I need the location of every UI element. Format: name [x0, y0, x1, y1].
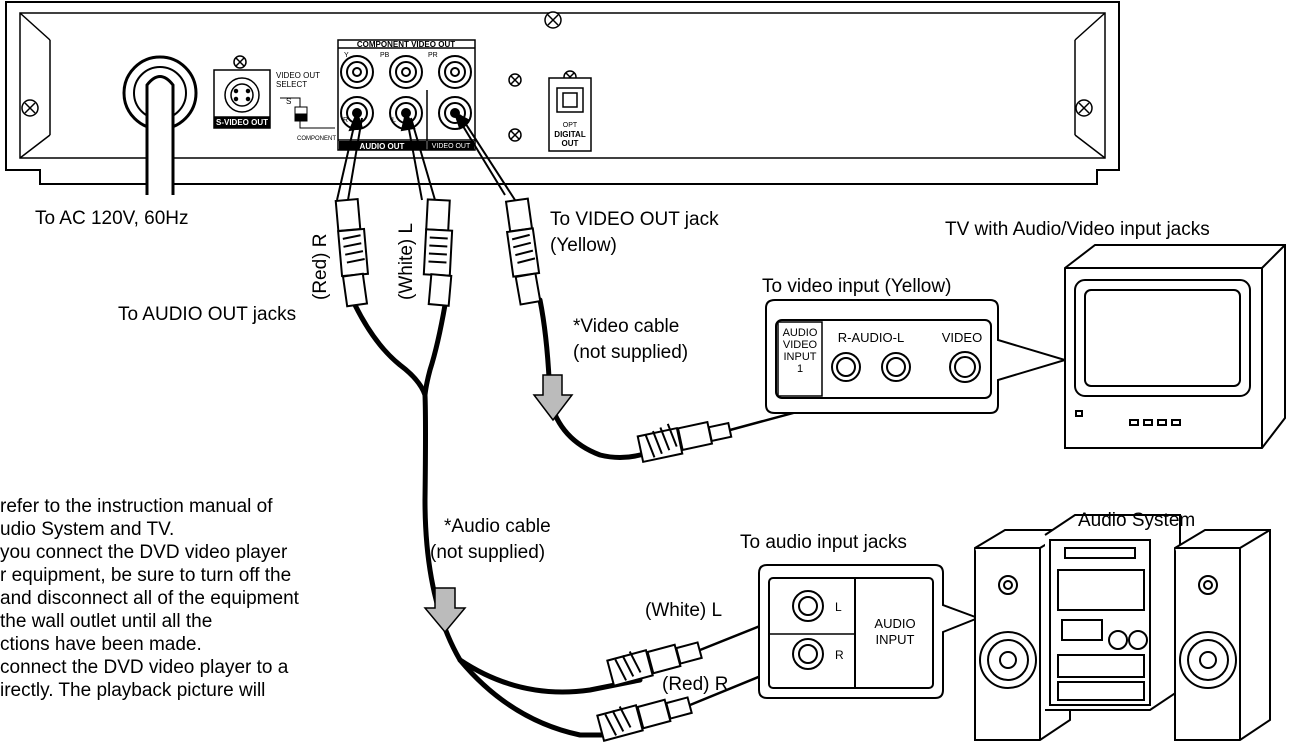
digital-out-jack — [548, 77, 592, 152]
audio-input-label-1: AUDIO — [874, 616, 915, 631]
av-input-line2: VIDEO — [783, 339, 818, 351]
video-out-select-label-1: VIDEO OUT — [276, 71, 320, 80]
note-line: irectly. The playback picture will — [0, 680, 266, 701]
jack-pr-label: PR — [428, 52, 438, 59]
to-video-input-label: To video input (Yellow) — [762, 276, 951, 297]
note-line: r equipment, be sure to turn off the — [0, 565, 292, 586]
to-video-out-label: To VIDEO OUT jack — [550, 209, 719, 230]
note-line: and disconnect all of the equipment — [0, 588, 299, 609]
note-line: connect the DVD video player to a — [0, 657, 289, 678]
instruction-notes: refer to the instruction manual of udio … — [0, 495, 380, 702]
audio-input-panel — [758, 564, 981, 699]
s-video-out-jack — [213, 69, 271, 129]
jack-pb-label: PB — [380, 52, 390, 59]
video-out-bar — [428, 141, 474, 150]
av-input-line4: 1 — [797, 363, 803, 375]
av-input-line3: INPUT — [784, 351, 817, 363]
video-cable-label-2: (not supplied) — [573, 342, 688, 363]
digital-label: DIGITAL — [554, 130, 586, 139]
audio-cable-label-2: (not supplied) — [430, 542, 545, 563]
s-video-out-label: S-VIDEO OUT — [216, 118, 268, 127]
component-video-out-label: COMPONENT VIDEO OUT — [357, 40, 455, 49]
rca-plug-icon — [636, 420, 733, 464]
note-line: ctions have been made. — [0, 634, 202, 655]
audio-system-label: Audio System — [1078, 510, 1195, 531]
note-line: you connect the DVD video player — [0, 542, 288, 563]
audio-input-r: R — [835, 648, 844, 662]
audio-cable-label-1: *Audio cable — [444, 516, 551, 537]
rca-jack-icon — [792, 590, 824, 670]
video-out-select-switch — [280, 97, 335, 129]
down-arrow-icon — [423, 374, 574, 634]
video-input-label: VIDEO — [942, 330, 982, 345]
audio-out-bar — [339, 141, 426, 150]
to-audio-out-label: To AUDIO OUT jacks — [118, 304, 296, 325]
rca-plug-icon — [596, 641, 703, 742]
video-cable-label-1: *Video cable — [573, 316, 679, 337]
digital-out-label: OUT — [562, 139, 579, 148]
video-out-yellow-label: (Yellow) — [550, 235, 617, 256]
jack-l-label: L — [392, 117, 396, 124]
note-line: udio System and TV. — [0, 519, 175, 540]
opt-label: OPT — [563, 122, 578, 129]
audio-input-l: L — [835, 600, 842, 614]
note-line: the wall outlet until all the — [0, 611, 213, 632]
power-cord — [122, 55, 198, 195]
audio-out-label: AUDIO OUT — [360, 142, 405, 151]
tv-title-label: TV with Audio/Video input jacks — [945, 219, 1210, 240]
tv-icon — [1064, 244, 1286, 449]
switch-component-label: COMPONENT — [297, 136, 336, 142]
rca-jack-icon — [831, 351, 981, 383]
red-r-label: (Red) R — [662, 674, 729, 695]
audio-system-icon — [974, 514, 1271, 741]
video-out-label: VIDEO OUT — [432, 143, 471, 150]
audio-input-label-2: INPUT — [876, 632, 915, 647]
rca-plug-icon — [334, 197, 542, 308]
audio-cable — [352, 302, 643, 738]
jack-y-label: Y — [344, 52, 349, 59]
arrow-icon — [348, 110, 470, 132]
note-line: refer to the instruction manual of — [0, 496, 273, 517]
video-out-select-label-2: SELECT — [276, 80, 307, 89]
tv-input-panel — [765, 299, 1069, 414]
white-l-label: (White) L — [645, 600, 722, 621]
av-input-line1: AUDIO — [783, 327, 818, 339]
to-audio-input-label: To audio input jacks — [740, 532, 907, 553]
red-r-vertical-label: (Red) R — [310, 233, 331, 300]
white-l-vertical-label: (White) L — [396, 223, 417, 300]
switch-s-label: S — [286, 97, 291, 106]
r-audio-l-label: R-AUDIO-L — [838, 330, 904, 345]
ac-power-label: To AC 120V, 60Hz — [35, 208, 189, 229]
video-cable — [537, 297, 643, 460]
jack-r-label: R — [343, 117, 348, 124]
